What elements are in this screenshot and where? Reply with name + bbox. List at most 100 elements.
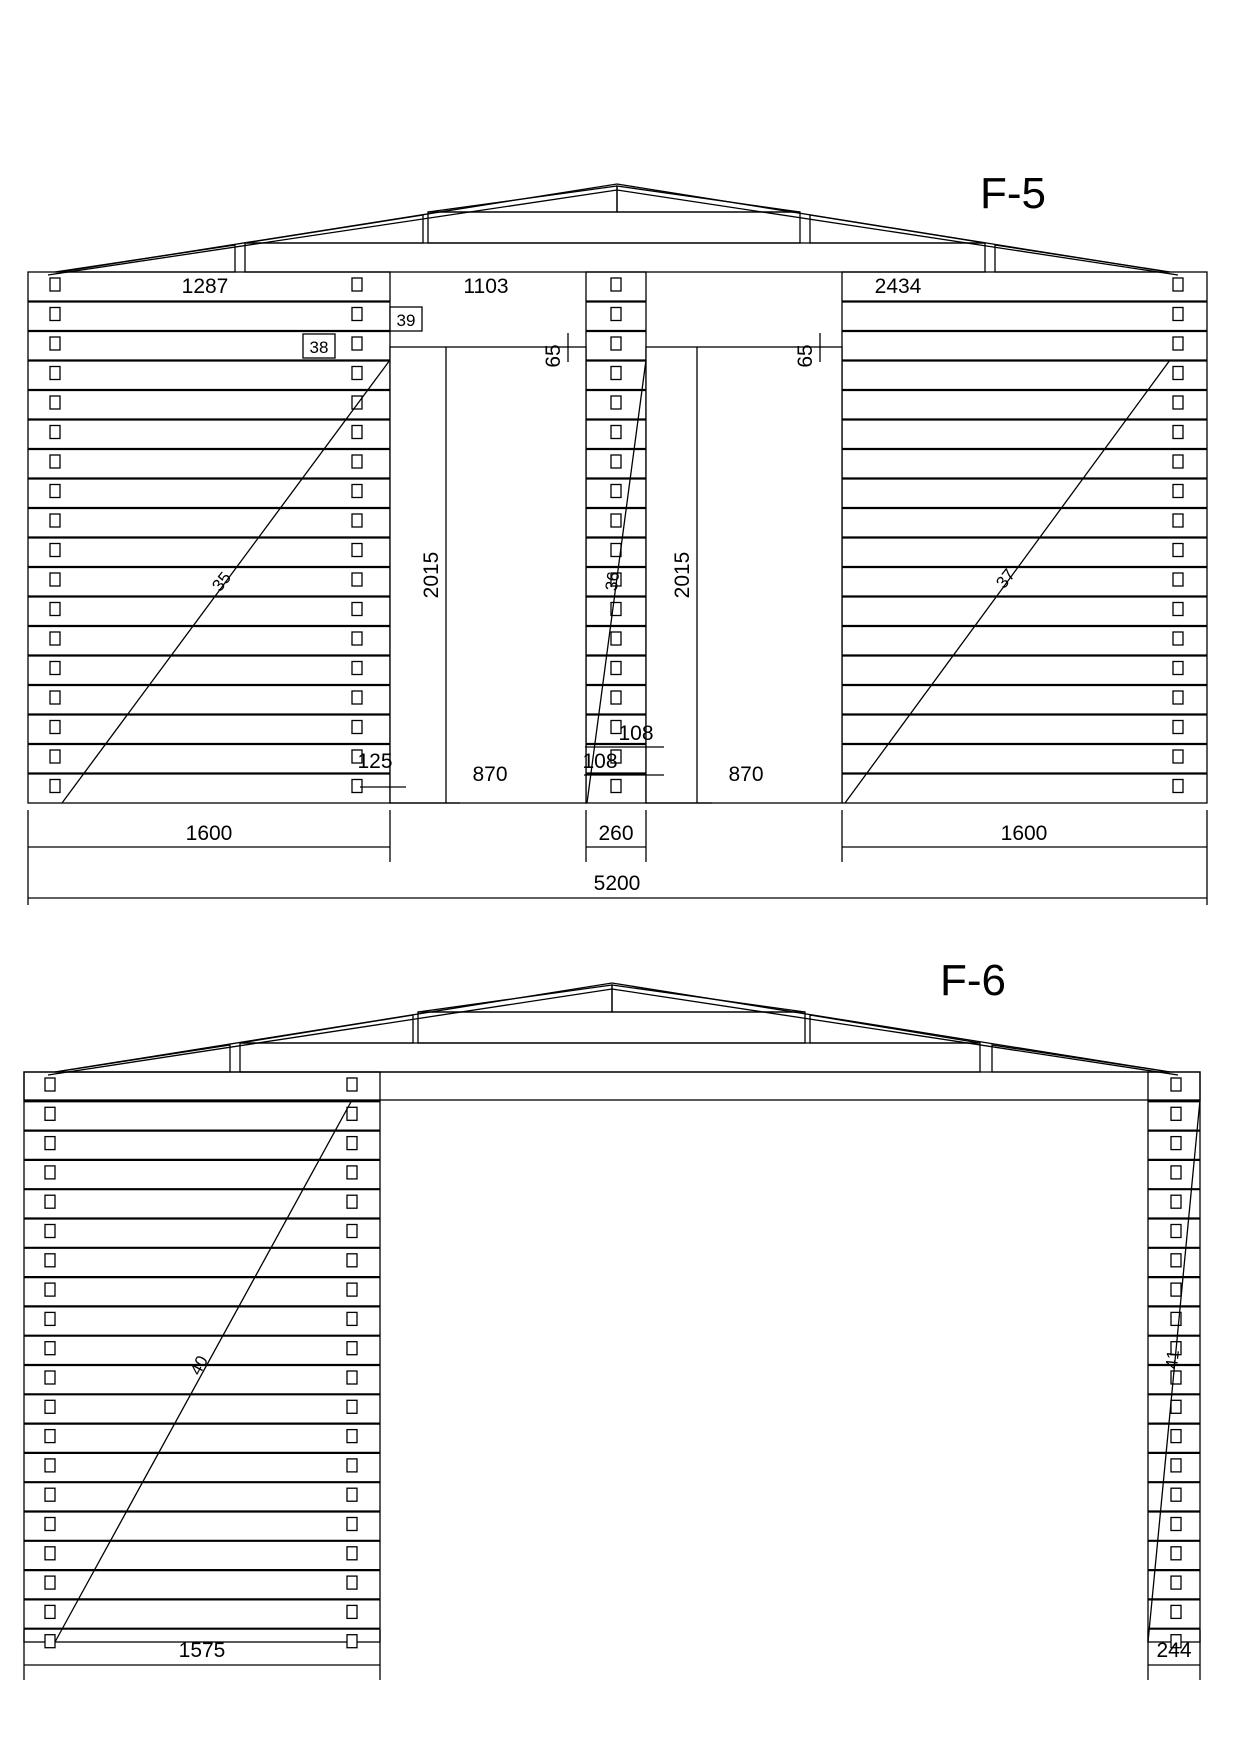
log-notch [346, 1077, 358, 1092]
log-notch [1172, 454, 1184, 469]
f5-dim-108-a: 108 [582, 750, 617, 773]
log-notch [610, 336, 622, 351]
f6-brace-41 [1147, 1099, 1201, 1643]
log-notch [346, 1634, 358, 1649]
log-notch [49, 513, 61, 528]
log-notch [346, 1546, 358, 1561]
log-notch [346, 1575, 358, 1590]
log-notch [346, 1516, 358, 1532]
log-notch [1172, 749, 1184, 764]
f5-top-dim-3: 2434 [875, 275, 922, 298]
log-notch [1170, 1135, 1182, 1151]
f5-dim-65-b: 65 [794, 344, 817, 367]
log-notch [610, 719, 622, 735]
log-notch [610, 306, 622, 322]
log-notch [346, 1194, 358, 1209]
log-notch [49, 306, 61, 322]
log-notch [346, 1458, 358, 1473]
log-notch [1170, 1604, 1182, 1620]
log-notch [610, 631, 622, 646]
log-notch [351, 277, 363, 292]
log-notch [346, 1223, 358, 1239]
f5-brace-36 [586, 359, 647, 804]
log-notch [1170, 1487, 1182, 1502]
log-notch [44, 1106, 56, 1121]
f5-bottom-dim-1600-b: 1600 [1001, 822, 1048, 845]
f6-bottom-dim-244: 244 [1156, 1639, 1191, 1662]
log-notch [346, 1341, 358, 1356]
log-notch [49, 483, 61, 499]
log-notch [346, 1604, 358, 1620]
log-notch [346, 1311, 358, 1327]
log-notch [346, 1487, 358, 1502]
f5-bottom-dim-1600-a: 1600 [186, 822, 233, 845]
log-notch [351, 749, 363, 764]
log-notch [1170, 1399, 1182, 1414]
drawing-f5 [27, 183, 1208, 905]
log-notch [610, 454, 622, 469]
log-notch [351, 306, 363, 322]
log-notch [351, 454, 363, 469]
log-notch [351, 778, 363, 794]
log-notch [1172, 719, 1184, 735]
f5-wall-left [27, 271, 391, 804]
log-notch [1170, 1077, 1182, 1092]
log-notch [44, 1370, 56, 1385]
log-notch [44, 1223, 56, 1239]
f5-tag-39: 39 [397, 311, 416, 330]
log-notch [610, 778, 622, 794]
log-notch [610, 424, 622, 440]
log-notch [346, 1428, 358, 1444]
log-notch [44, 1487, 56, 1502]
log-notch [1172, 631, 1184, 646]
f5-height-2015-b: 2015 [671, 552, 694, 599]
log-notch [1172, 483, 1184, 499]
f5-dim-125: 125 [357, 750, 392, 773]
log-notch [44, 1458, 56, 1473]
log-notch [49, 719, 61, 735]
log-notch [49, 424, 61, 440]
log-notch [44, 1634, 56, 1649]
log-notch [49, 749, 61, 764]
log-notch [351, 660, 363, 676]
log-notch [44, 1077, 56, 1092]
log-notch [610, 749, 622, 764]
log-notch [44, 1428, 56, 1444]
log-notch [351, 336, 363, 351]
log-notch [49, 277, 61, 292]
log-notch [351, 513, 363, 528]
log-notch [1172, 395, 1184, 410]
log-notch [1170, 1428, 1182, 1444]
log-notch [1172, 778, 1184, 794]
f6-tag-40: 40 [186, 1353, 212, 1379]
log-notch [1170, 1634, 1182, 1649]
log-notch [49, 542, 61, 558]
log-notch [1170, 1165, 1182, 1180]
log-notch [1170, 1546, 1182, 1561]
f5-width-870-b: 870 [728, 763, 763, 786]
log-notch [351, 572, 363, 587]
log-notch [44, 1546, 56, 1561]
log-notch [44, 1399, 56, 1414]
log-notch [44, 1341, 56, 1356]
log-notch [1172, 277, 1184, 292]
drawing-f6 [23, 982, 1201, 1680]
log-notch [44, 1516, 56, 1532]
log-notch [44, 1253, 56, 1268]
f5-dim-65-a: 65 [542, 344, 565, 367]
f5-top-dim-1: 1287 [182, 275, 229, 298]
log-notch [49, 454, 61, 469]
log-notch [1170, 1106, 1182, 1121]
f6-bottom-dim-1575: 1575 [179, 1639, 226, 1662]
log-notch [610, 513, 622, 528]
f6-wall-left [23, 1071, 381, 1649]
log-notch [1170, 1223, 1182, 1239]
f5-door-opening-2 [645, 346, 843, 804]
log-notch [49, 690, 61, 705]
log-notch [49, 365, 61, 381]
log-notch [346, 1165, 358, 1180]
log-notch [351, 601, 363, 617]
f5-width-870-a: 870 [472, 763, 507, 786]
f5-title: F-5 [980, 169, 1046, 218]
